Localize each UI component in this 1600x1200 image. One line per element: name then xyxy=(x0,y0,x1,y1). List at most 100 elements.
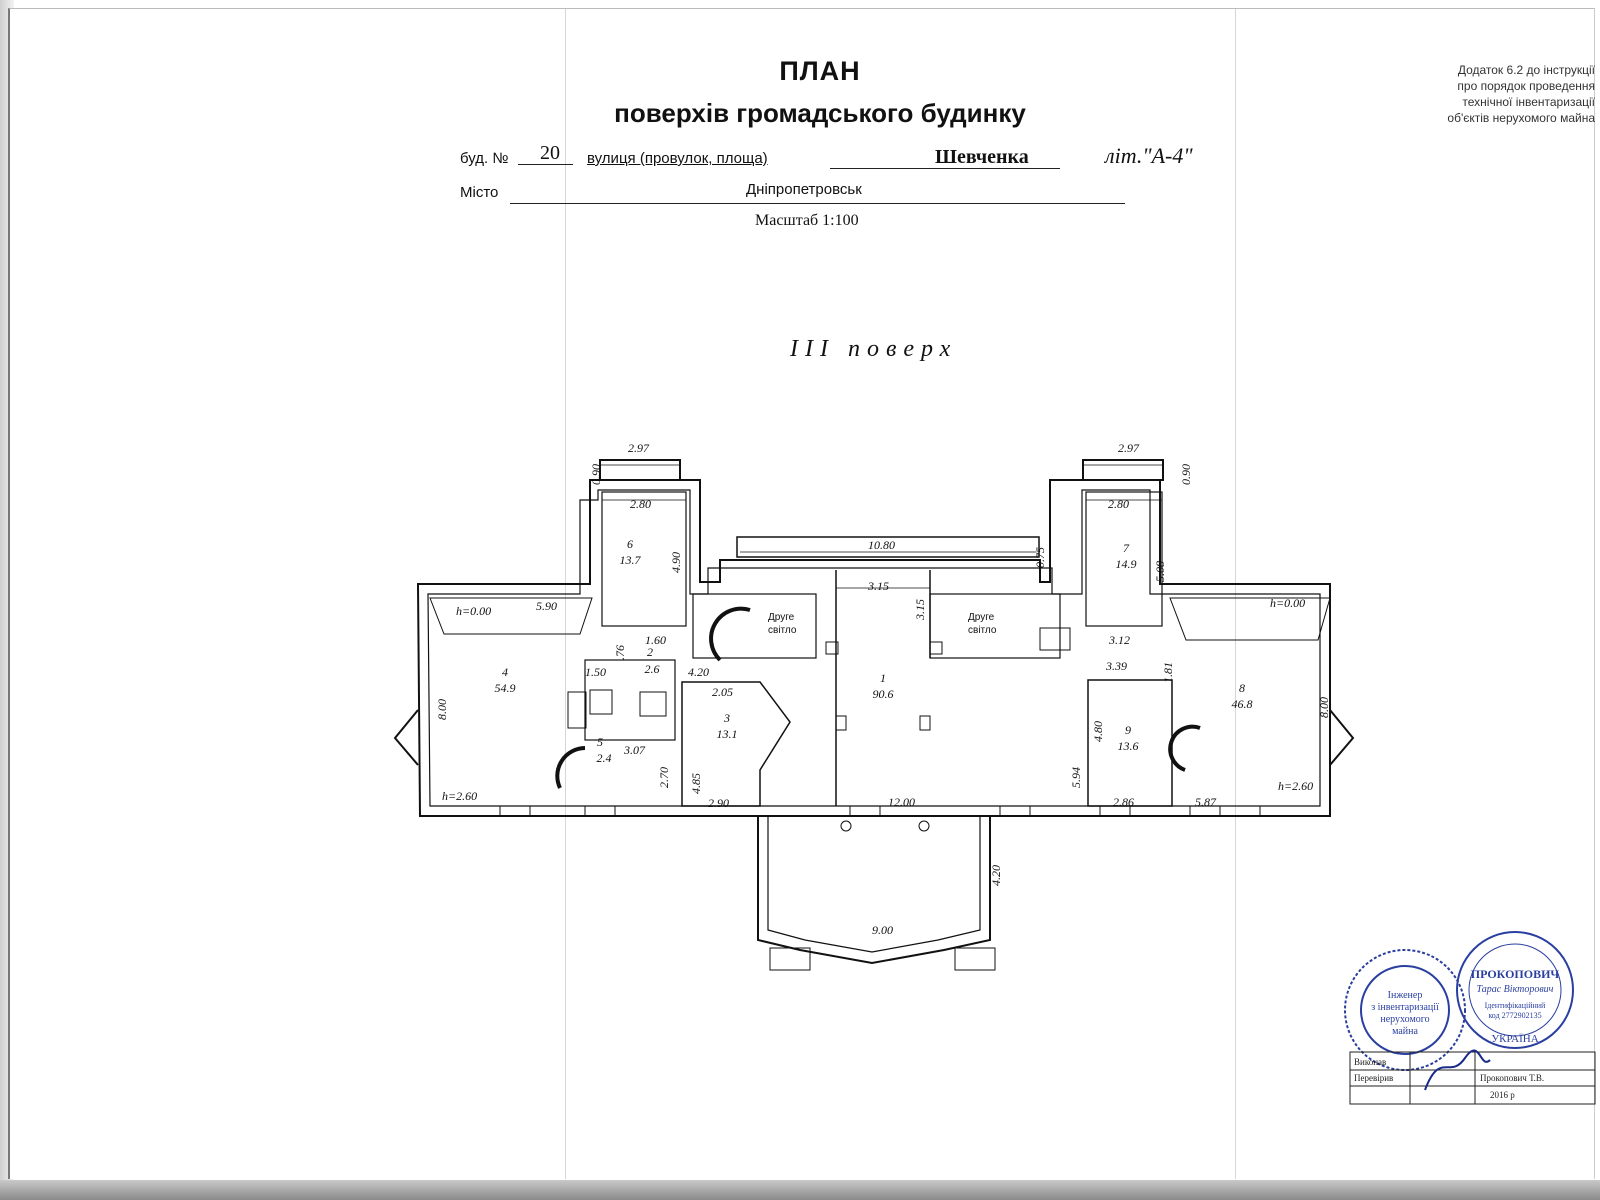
dim-label: 3.15 xyxy=(867,579,889,593)
signature xyxy=(1424,1049,1491,1091)
dim-label: .76 xyxy=(613,645,627,660)
light-well-left xyxy=(692,593,817,659)
central-beam xyxy=(736,536,1040,558)
inner-wall xyxy=(427,489,1321,807)
appendix-line: Додаток 6.2 до інструкції xyxy=(1457,63,1595,77)
street-value: Шевченка xyxy=(935,146,1029,168)
underline xyxy=(518,164,573,165)
city-value: Дніпропетровськ xyxy=(746,181,862,198)
room-number: 4 xyxy=(502,665,508,679)
column xyxy=(919,715,931,731)
room-area: 54.9 xyxy=(495,681,516,695)
dim-label: 1.50 xyxy=(585,665,606,679)
dim-label: h=2.60 xyxy=(442,789,477,803)
room-number: 5 xyxy=(597,735,603,749)
void-label: світло xyxy=(968,625,997,636)
appendix-note: Додаток 6.2 до інструкції про порядок пр… xyxy=(1330,62,1595,126)
void-label: світло xyxy=(768,625,797,636)
building-label: буд. № xyxy=(460,150,509,167)
stamp-text: Інженер xyxy=(1388,990,1423,1001)
dim-label: 3.15 xyxy=(913,599,927,621)
building-number: 20 xyxy=(540,142,560,164)
stamp-table-cell: 2016 р xyxy=(1490,1090,1515,1100)
dim-label: h=0.00 xyxy=(456,604,491,618)
stamp-text: нерухомого xyxy=(1380,1014,1429,1025)
slope-right xyxy=(1169,597,1331,641)
dim-label: 0.90 xyxy=(1179,464,1193,485)
column xyxy=(929,641,943,655)
room-area: 13.1 xyxy=(717,727,738,741)
dim-label: 4.20 xyxy=(989,865,1003,886)
dim-label: 9.00 xyxy=(872,923,893,937)
dim-label: 0.90 xyxy=(589,464,603,485)
doc-subtitle: поверхів громадського будинку xyxy=(614,98,1026,128)
doc-title: ПЛАН xyxy=(779,56,861,86)
dim-label: 3.12 xyxy=(1108,633,1130,647)
dim-label: 10.80 xyxy=(868,538,895,552)
dim-label: 3.07 xyxy=(623,743,646,757)
dim-label: 2.97 xyxy=(1118,441,1140,455)
entrance-bay-inner xyxy=(767,816,981,953)
room-number: 3 xyxy=(723,711,730,725)
liter-value: літ."А-4" xyxy=(1105,143,1193,168)
dim-label: 4.90 xyxy=(669,552,683,573)
dim-label: 5.94 xyxy=(1069,767,1083,788)
stair-right xyxy=(954,947,996,971)
dim-label: 12.00 xyxy=(888,795,915,809)
room-area: 13.6 xyxy=(1118,739,1139,753)
room-area: 2.6 xyxy=(645,662,660,676)
dim-label: 1.60 xyxy=(645,633,666,647)
scale-label: Масштаб 1:100 xyxy=(755,212,859,229)
city-label: Місто xyxy=(460,184,499,201)
dim-label: 1.81 xyxy=(1161,662,1175,683)
dim-label: 5.90 xyxy=(536,599,557,613)
dim-label: 2.80 xyxy=(1108,497,1129,511)
dim-label: 5.87 xyxy=(1195,795,1217,809)
dim-label: h=0.00 xyxy=(1270,596,1305,610)
dim-label: 4.80 xyxy=(1091,721,1105,742)
dim-label: 8.00 xyxy=(435,699,449,720)
appendix-line: технічної інвентаризації xyxy=(1462,95,1595,109)
room-number: 1 xyxy=(880,671,886,685)
room-number: 8 xyxy=(1239,681,1245,695)
room-number: 2 xyxy=(647,645,653,659)
stamp-table-cell: Прокопович Т.В. xyxy=(1480,1073,1544,1083)
spiral-stair xyxy=(555,746,586,789)
room-number: 6 xyxy=(627,537,633,551)
dim-label: 0.75 xyxy=(1033,547,1047,568)
column xyxy=(825,641,839,655)
scan-bottom-edge xyxy=(0,1180,1600,1200)
column xyxy=(835,715,847,731)
stamp-text: з інвентаризації xyxy=(1371,1002,1439,1013)
room-area: 46.8 xyxy=(1232,697,1253,711)
dim-label: 5.08 xyxy=(1153,561,1167,582)
dim-label: 2.80 xyxy=(630,497,651,511)
room-6 xyxy=(601,491,687,627)
floor-title: III поверх xyxy=(790,336,958,362)
dim-label: 2.86 xyxy=(1113,795,1134,809)
spiral-stair xyxy=(1168,724,1201,772)
room-3 xyxy=(681,681,791,807)
void-label: Друге xyxy=(768,612,795,623)
room-area: 2.4 xyxy=(597,751,612,765)
dim-label: 4.20 xyxy=(688,665,709,679)
bay-window-left xyxy=(393,709,419,766)
underline xyxy=(510,203,1125,204)
column-round xyxy=(918,820,930,832)
appendix-line: про порядок проведення xyxy=(1457,79,1595,93)
stamp-table-cell: Виконав xyxy=(1354,1057,1386,1067)
dim-label: h=2.60 xyxy=(1278,779,1313,793)
stamp-text: УКРАЇНА xyxy=(1491,1033,1538,1045)
street-label: вулиця (провулок, площа) xyxy=(587,150,768,167)
outer-wall xyxy=(416,479,1331,817)
bay-left xyxy=(599,459,681,481)
appendix-line: об'єктів нерухомого майна xyxy=(1447,111,1595,125)
stair-straight xyxy=(1039,627,1071,651)
official-stamp: Інженер з інвентаризації нерухомого майн… xyxy=(1344,931,1596,1105)
dim-label: 4.85 xyxy=(689,773,703,794)
fixture xyxy=(567,691,587,729)
stamp-text: майна xyxy=(1392,1026,1418,1037)
dim-label: 2.90 xyxy=(708,796,729,810)
stamp-text: Ідентифікаційний xyxy=(1485,1001,1546,1010)
